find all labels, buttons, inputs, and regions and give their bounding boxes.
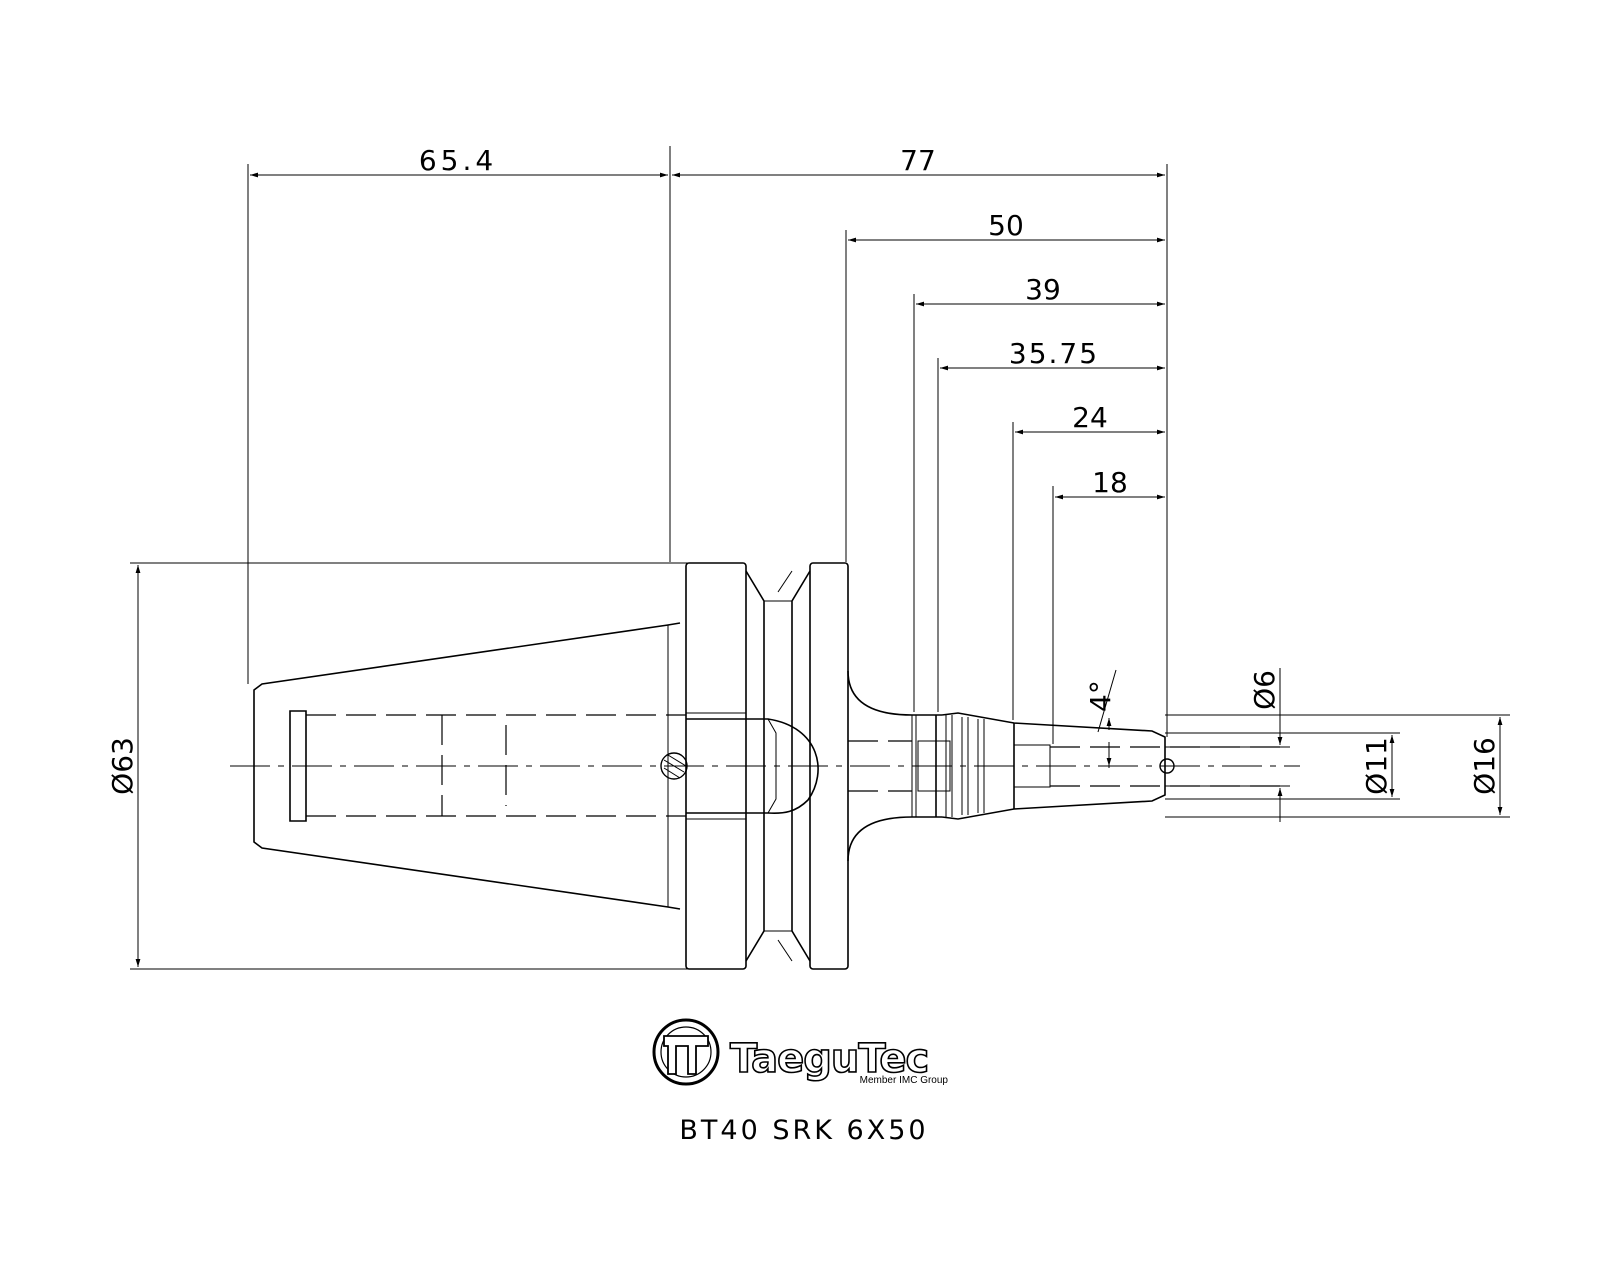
dim-dia-11: Ø11: [1360, 737, 1393, 795]
length-dimensions: 65.4 77 50 39 35.75 24 18: [247, 144, 1168, 744]
dim-dia-6: Ø6: [1248, 670, 1281, 710]
dim-35-75: 35.75: [1009, 337, 1099, 370]
dim-18: 18: [1092, 466, 1128, 499]
logo-tagline: Member IMC Group: [860, 1075, 949, 1086]
taegutec-emblem-icon: [652, 1018, 720, 1086]
dim-dia-63: Ø63: [106, 737, 139, 795]
dim-77: 77: [900, 144, 936, 177]
dim-dia-16: Ø16: [1468, 737, 1501, 795]
dim-39: 39: [1025, 273, 1061, 306]
angle-dimension: 4°: [1084, 669, 1117, 768]
center-marks: [660, 752, 1175, 780]
part-title: BT40 SRK 6X50: [679, 1115, 928, 1146]
dim-65-4: 65.4: [419, 144, 497, 177]
dim-50: 50: [988, 209, 1024, 242]
dim-angle-4: 4°: [1084, 680, 1117, 712]
dim-24: 24: [1072, 401, 1108, 434]
logo-wordmark: TaeguTec: [730, 1036, 928, 1082]
taegutec-logo: TaeguTec Member IMC Group: [652, 1018, 949, 1086]
diameter-dimensions: Ø63 Ø6 Ø11 Ø16: [106, 562, 1510, 970]
